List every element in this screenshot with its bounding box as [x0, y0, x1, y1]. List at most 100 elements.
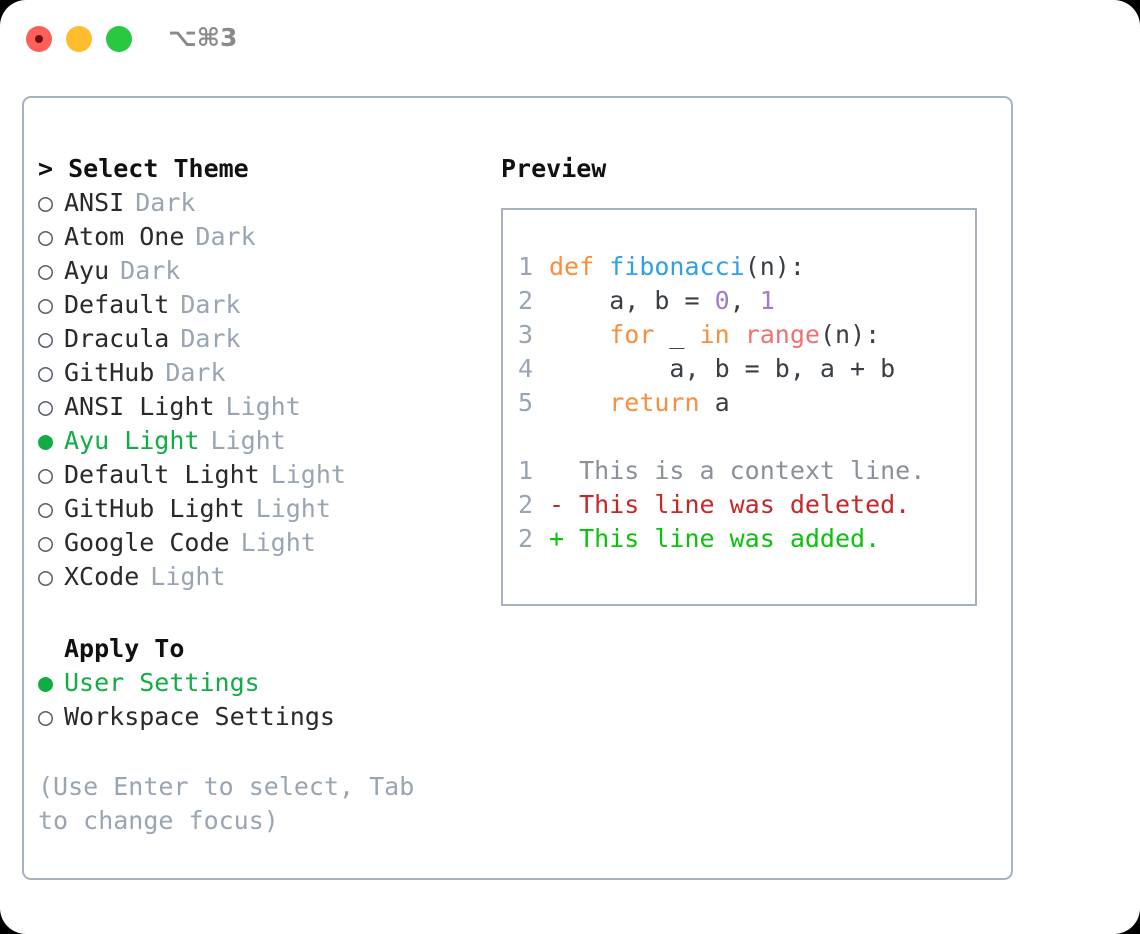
theme-option-variant-tag: Dark — [165, 358, 226, 387]
radio-unselected-icon: ○ — [38, 290, 54, 319]
code-token-kw: return — [609, 388, 700, 417]
apply-to-option-user-settings[interactable]: ● User Settings — [38, 666, 488, 700]
window-titlebar: ⌥⌘3 — [0, 0, 1140, 78]
code-line-content: a, b = 0, 1 — [549, 284, 775, 318]
code-token-plain — [549, 388, 609, 417]
code-token-fn: fibonacci — [609, 252, 745, 281]
diff-preview-block: 1 This is a context line.2- This line wa… — [503, 454, 975, 556]
theme-option-variant-tag: Dark — [180, 324, 241, 353]
code-token-plain: a, b = — [549, 286, 715, 315]
theme-option-label: ANSI — [64, 188, 125, 217]
theme-option-label: ANSI Light — [64, 392, 215, 421]
radio-unselected-icon: ○ — [38, 222, 54, 251]
code-line: 3 for _ in range(n): — [503, 318, 975, 352]
diff-line-added: 2+ This line was added. — [503, 522, 975, 556]
theme-option-label: GitHub Light — [64, 494, 245, 523]
close-window-button[interactable] — [26, 26, 52, 52]
code-token-plain: a, b = b, a + b — [549, 354, 896, 383]
diff-sign: - — [549, 490, 580, 519]
preview-spacer — [503, 420, 975, 454]
keyboard-hint-text: (Use Enter to select, Tab to change focu… — [38, 772, 415, 835]
theme-option-variant-tag: Light — [240, 528, 316, 557]
select-theme-heading: > Select Theme — [38, 154, 249, 183]
code-token-plain: (n): — [744, 252, 805, 281]
code-line-content: def fibonacci(n): — [549, 250, 805, 284]
radio-selected-icon: ● — [38, 668, 54, 697]
apply-to-section: Apply To ● User Settings ○Workspace Settin… — [38, 632, 488, 734]
apply-to-option-label: Workspace Settings — [64, 702, 335, 731]
theme-option-variant-tag: Dark — [180, 290, 241, 319]
radio-unselected-icon: ○ — [38, 494, 54, 523]
theme-option-label: Dracula — [64, 324, 170, 353]
code-token-num: 1 — [759, 286, 775, 315]
theme-option-label: Atom One — [64, 222, 185, 251]
radio-unselected-icon: ○ — [38, 460, 54, 489]
theme-option-label: GitHub — [64, 358, 155, 387]
code-token-plain: (n): — [819, 320, 881, 349]
code-token-kw: for — [609, 320, 655, 349]
theme-option-default-light[interactable]: ○ Default Light Light — [38, 458, 488, 492]
diff-line-content: This is a context line. — [579, 456, 926, 485]
code-line-number: 2 — [517, 286, 533, 315]
code-token-num: 0 — [714, 286, 730, 315]
traffic-light-group — [26, 26, 132, 52]
radio-selected-icon: ● — [38, 426, 54, 455]
theme-option-label: XCode — [64, 562, 140, 591]
diff-sign: + — [549, 524, 580, 553]
theme-option-variant-tag: Light — [210, 426, 286, 455]
code-line: 2 a, b = 0, 1 — [503, 284, 975, 318]
radio-unselected-icon: ○ — [38, 256, 54, 285]
code-token-plain: _ — [654, 320, 700, 349]
theme-option-variant-tag: Dark — [195, 222, 256, 251]
theme-option-variant-tag: Dark — [135, 188, 196, 217]
diff-line-content: This line was deleted. — [579, 490, 911, 519]
maximize-window-button[interactable] — [106, 26, 132, 52]
theme-option-variant-tag: Light — [255, 494, 331, 523]
theme-option-label: Ayu — [64, 256, 110, 285]
apply-to-option-label: User Settings — [64, 668, 260, 697]
diff-line-number: 1 — [517, 456, 533, 485]
preview-heading: Preview — [501, 154, 607, 183]
code-token-plain: a — [699, 388, 730, 417]
code-line-number: 3 — [517, 320, 533, 349]
code-line: 5 return a — [503, 386, 975, 420]
diff-sign — [549, 454, 579, 488]
code-line-number: 1 — [517, 252, 533, 281]
apply-to-option-list: ● User Settings ○Workspace Settings — [38, 666, 488, 734]
theme-option-ansi-light[interactable]: ○ ANSI Light Light — [38, 390, 488, 424]
apply-to-option-workspace-settings[interactable]: ○Workspace Settings — [38, 700, 488, 734]
diff-line-number: 2 — [517, 490, 533, 519]
theme-option-default[interactable]: ○ Default Dark — [38, 288, 488, 322]
code-line: 1 def fibonacci(n): — [503, 250, 975, 284]
theme-option-variant-tag: Light — [225, 392, 301, 421]
minimize-window-button[interactable] — [66, 26, 92, 52]
theme-option-variant-tag: Dark — [120, 256, 181, 285]
code-line-number: 4 — [517, 354, 533, 383]
theme-option-label: Default Light — [64, 460, 260, 489]
code-token-plain — [549, 320, 609, 349]
radio-unselected-icon: ○ — [38, 392, 54, 421]
window-shortcut-label: ⌥⌘3 — [168, 23, 238, 52]
theme-option-github-light[interactable]: ○ GitHub Light Light — [38, 492, 488, 526]
theme-option-ayu[interactable]: ○ Ayu Dark — [38, 254, 488, 288]
diff-line-context: 1 This is a context line. — [503, 454, 975, 488]
code-token-plain: , — [729, 286, 760, 315]
apply-to-heading: Apply To — [64, 634, 185, 663]
code-token-kw: in — [699, 320, 730, 349]
theme-option-github[interactable]: ○ GitHub Dark — [38, 356, 488, 390]
theme-option-variant-tag: Light — [270, 460, 346, 489]
theme-option-atom-one[interactable]: ○ Atom One Dark — [38, 220, 488, 254]
theme-option-label: Default — [64, 290, 170, 319]
code-token-plain — [730, 320, 745, 349]
radio-unselected-icon: ○ — [38, 358, 54, 387]
diff-line-content: This line was added. — [579, 524, 881, 553]
